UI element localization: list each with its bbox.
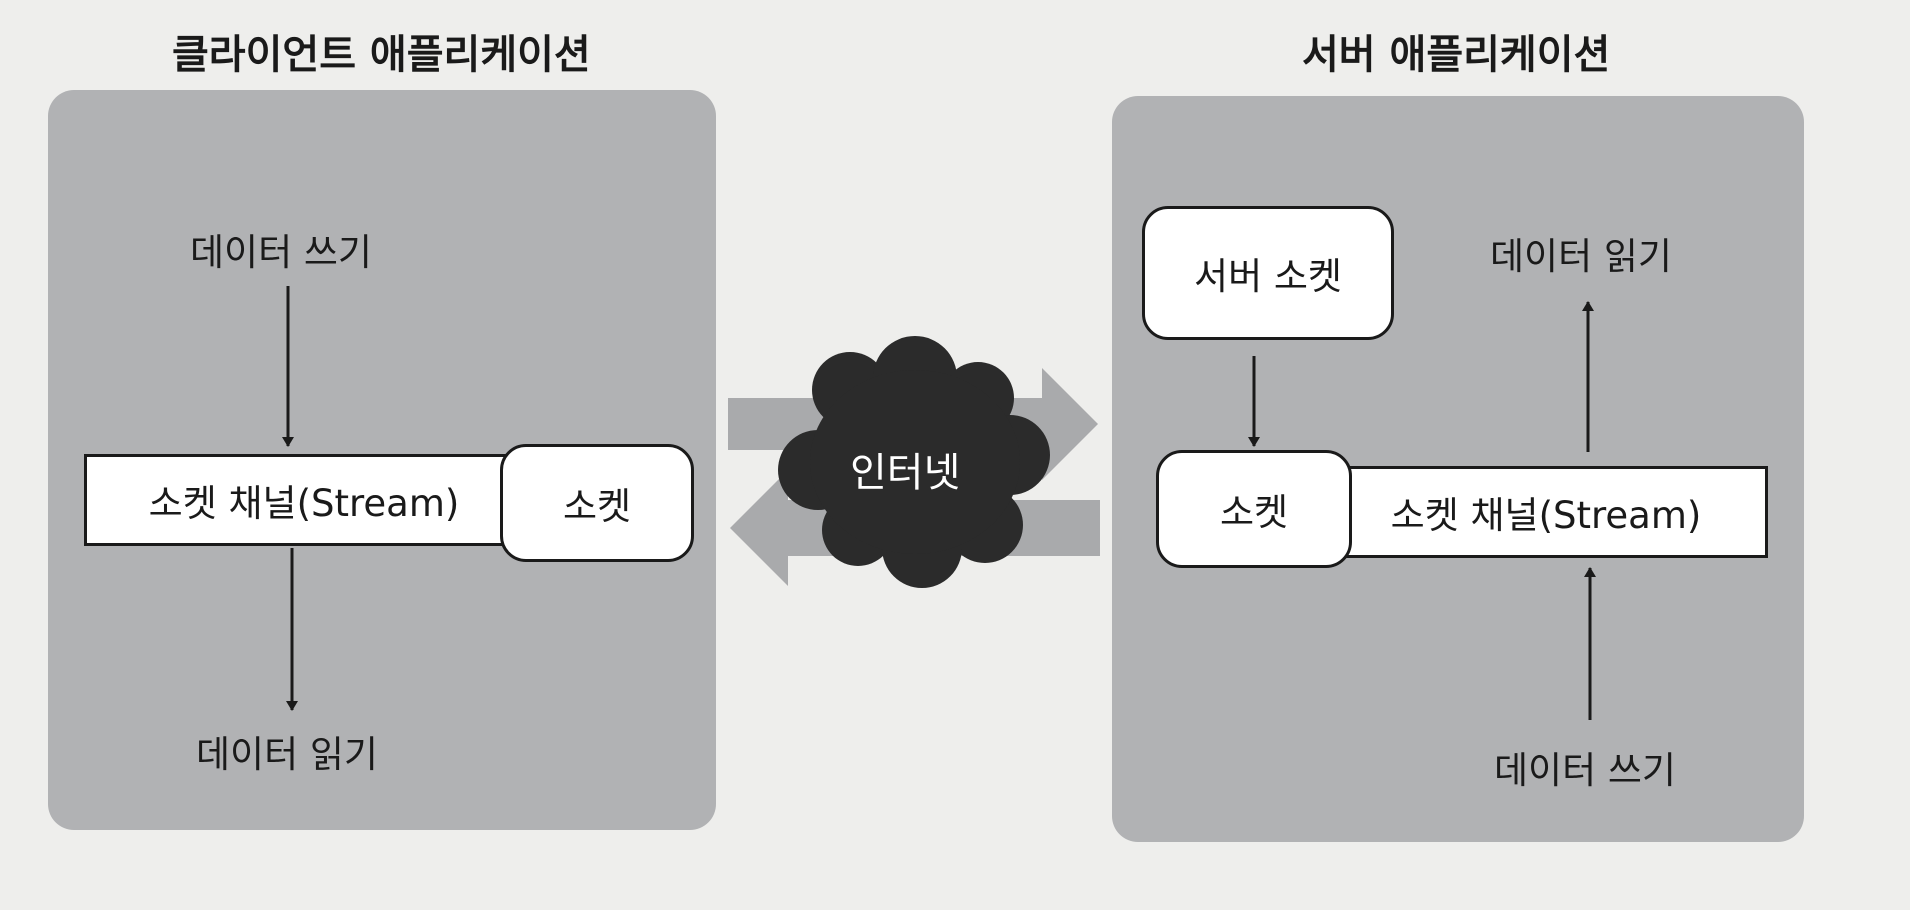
server-socket-channel: 소켓 채널(Stream) [1324, 466, 1768, 558]
server-app-title: 서버 애플리케이션 [1302, 32, 1611, 78]
server-socket: 서버 소켓 [1142, 206, 1394, 340]
internet-cloud-icon [778, 336, 1050, 588]
client-socket: 소켓 [500, 444, 694, 562]
server-socket-endpoint: 소켓 [1156, 450, 1352, 568]
internet-label: 인터넷 [850, 450, 961, 496]
server-write-label: 데이터 쓰기 [1494, 749, 1676, 792]
client-app-title: 클라이언트 애플리케이션 [172, 32, 591, 78]
client-read-label: 데이터 읽기 [196, 733, 378, 776]
server-read-label: 데이터 읽기 [1490, 235, 1672, 278]
client-write-label: 데이터 쓰기 [190, 231, 372, 274]
client-socket-channel: 소켓 채널(Stream) [84, 454, 524, 546]
